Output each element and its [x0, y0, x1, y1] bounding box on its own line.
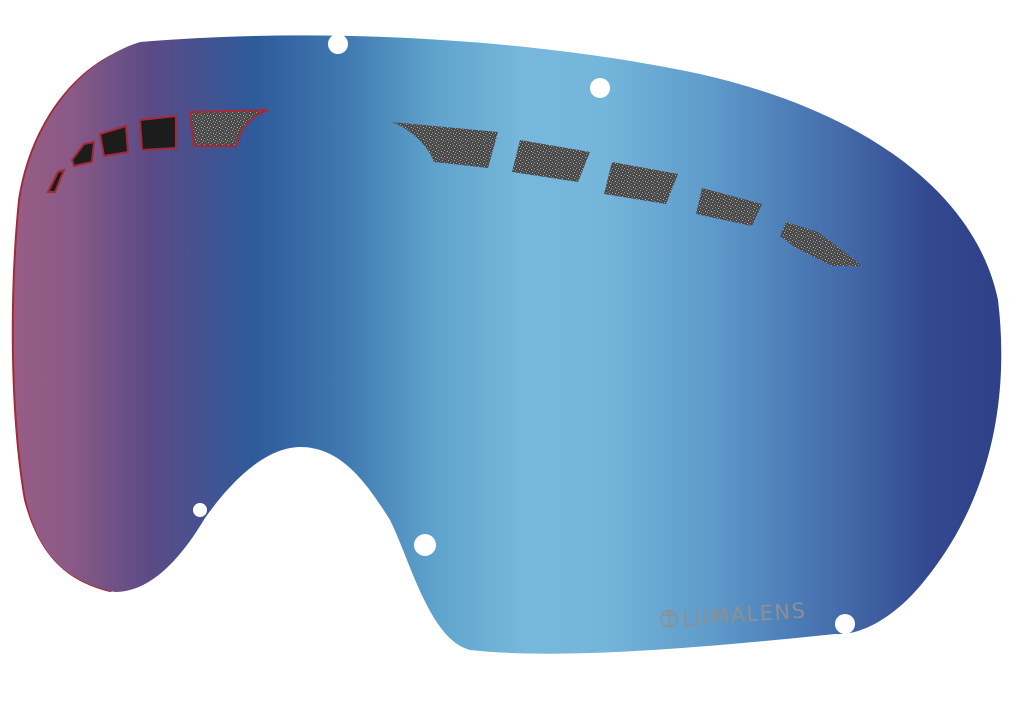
lumalens-logo-icon	[660, 608, 678, 628]
vent-slots-right	[392, 122, 862, 266]
vent-slots-left	[46, 109, 269, 193]
mounting-notches	[193, 34, 855, 634]
lens-body	[13, 35, 1002, 654]
